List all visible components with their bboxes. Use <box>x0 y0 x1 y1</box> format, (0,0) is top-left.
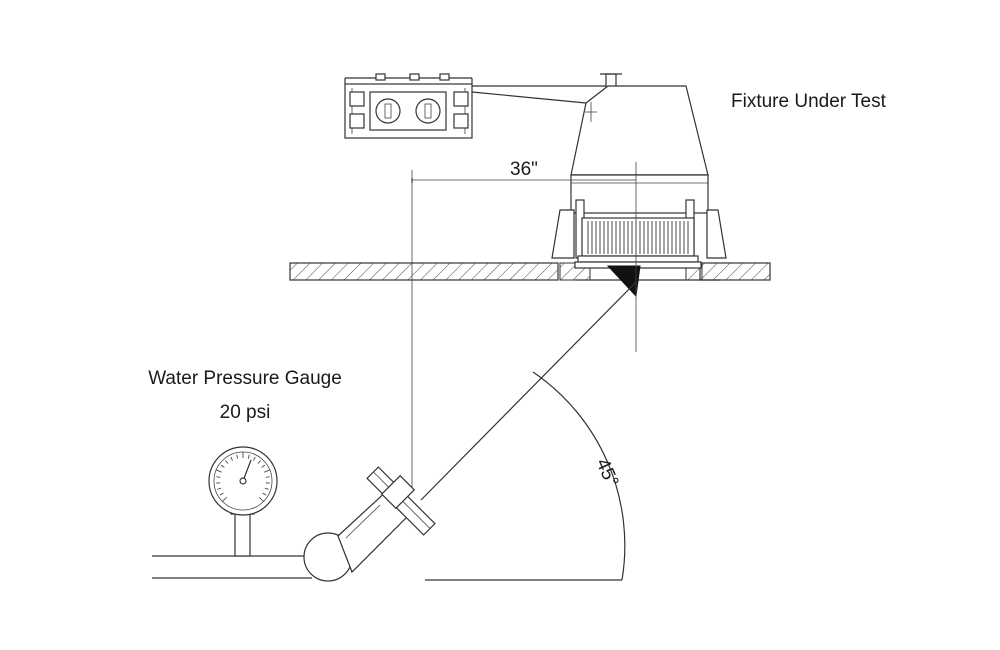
gauge-tick <box>257 460 261 464</box>
spray-nozzle-icon <box>366 466 436 536</box>
led-module <box>574 217 720 298</box>
pressure-gauge-icon <box>208 446 278 557</box>
angle-arc <box>425 371 626 581</box>
gauge-tick <box>261 464 266 468</box>
gauge-tick <box>264 487 269 490</box>
distance-label: 36" <box>510 159 538 180</box>
gauge-tick <box>236 454 239 459</box>
gauge-tick <box>230 456 233 461</box>
gauge-tick <box>222 496 228 502</box>
gauge-tick <box>217 487 222 490</box>
gauge-ticks <box>216 452 270 502</box>
gauge-tick <box>216 476 221 478</box>
gauge-tick <box>264 469 270 473</box>
gauge-tick <box>216 469 222 473</box>
spray-path <box>420 281 637 501</box>
gauge-tick <box>220 464 225 468</box>
gauge-label: Water Pressure Gauge <box>148 368 342 389</box>
gauge-tick <box>253 456 256 461</box>
angle-label: 45° <box>591 455 622 490</box>
gauge-tick <box>262 492 267 496</box>
junction-box <box>344 73 473 139</box>
gauge-tick <box>258 496 264 502</box>
supply-pipe <box>152 487 413 582</box>
gauge-tick <box>247 454 250 459</box>
fixture-label: Fixture Under Test <box>731 91 887 112</box>
gauge-tick <box>219 492 224 496</box>
gauge-tick <box>265 476 270 478</box>
gauge-tick <box>225 460 229 464</box>
distance-dimension <box>411 162 637 488</box>
pressure-label: 20 psi <box>220 402 271 423</box>
ceiling-section <box>289 262 771 281</box>
